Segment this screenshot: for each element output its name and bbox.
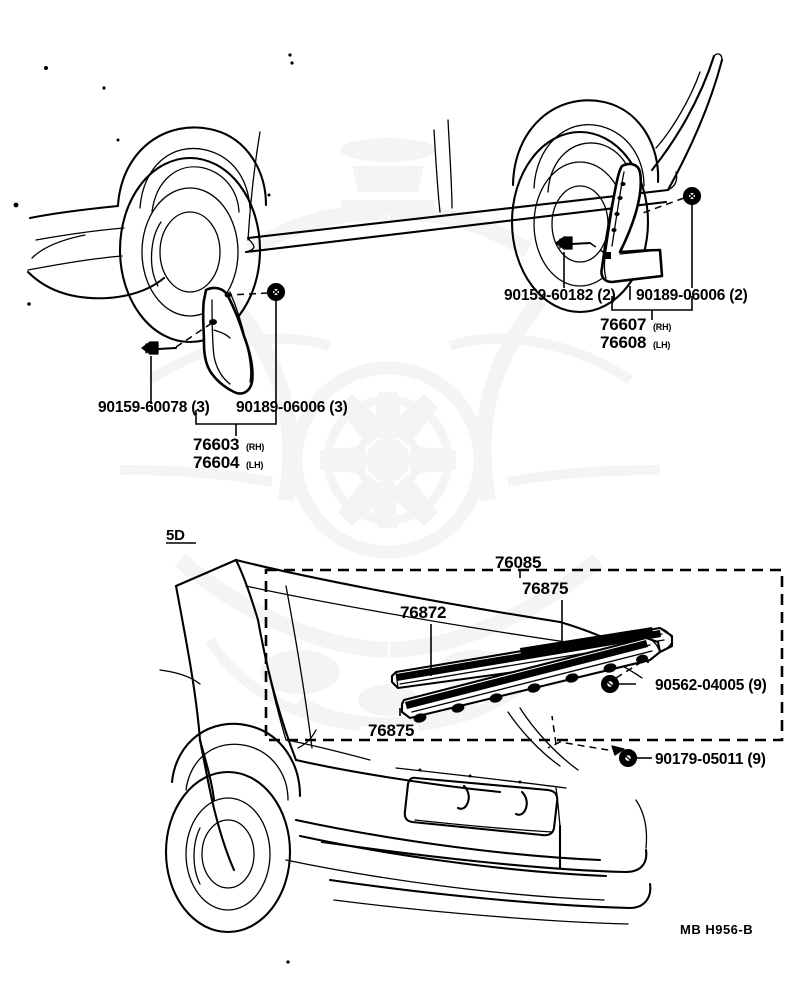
label-part-76607-side: (RH) bbox=[653, 322, 671, 332]
clip-icon-90189-06006 bbox=[266, 282, 286, 302]
upper-vehicle-side-profile bbox=[13, 53, 724, 344]
label-fastener-90179-05011: 90179-05011 (9) bbox=[655, 751, 766, 768]
print-speckle-bottom bbox=[286, 960, 290, 964]
bolt-icon-90159-60182 bbox=[555, 236, 592, 250]
label-part-76603: 76603 bbox=[193, 435, 239, 454]
left-mudguard-assembly bbox=[141, 282, 286, 436]
label-part-76608-side: (LH) bbox=[653, 340, 670, 350]
label-part-76872: 76872 bbox=[400, 603, 446, 622]
label-part-76875-upper: 76875 bbox=[522, 579, 568, 598]
label-sheet-code: MB H956-B bbox=[680, 922, 753, 937]
lower-leader-lines bbox=[399, 570, 563, 716]
rear-quarter-panel bbox=[650, 53, 724, 192]
label-part-76607: 76607 bbox=[600, 315, 646, 334]
molding-upper-strip bbox=[390, 626, 674, 690]
front-body-panels bbox=[26, 204, 166, 300]
label-part-76604-side: (LH) bbox=[246, 460, 263, 470]
label-part-76875-lower: 76875 bbox=[368, 721, 414, 740]
label-part-76604: 76604 bbox=[193, 453, 240, 472]
right-mudguard-assembly bbox=[555, 162, 702, 320]
label-part-76608: 76608 bbox=[600, 333, 646, 352]
callout-box bbox=[264, 568, 784, 742]
lower-vehicle-rear-view bbox=[159, 558, 652, 934]
print-speckles bbox=[13, 53, 294, 306]
front-wheel-arch bbox=[116, 126, 268, 344]
molding-lower-strip bbox=[400, 636, 662, 723]
license-plate-recess bbox=[403, 776, 559, 837]
label-fastener-90159-60078: 90159-60078 (3) bbox=[98, 399, 210, 416]
label-fastener-90562-04005: 90562-04005 (9) bbox=[655, 677, 767, 694]
rear-wheel-lower bbox=[164, 722, 302, 934]
screw-icon-90179-05011 bbox=[618, 748, 638, 768]
label-fastener-90189-06006-right: 90189-06006 (2) bbox=[636, 287, 748, 304]
bolt-icon-90159-60078 bbox=[141, 341, 178, 355]
label-part-76085: 76085 bbox=[495, 553, 541, 572]
pillar-lines bbox=[247, 119, 453, 241]
clip-icon-90189-06006-right bbox=[682, 186, 702, 206]
background-watermark bbox=[119, 138, 661, 731]
label-fastener-90159-60182: 90159-60182 (2) bbox=[504, 287, 616, 304]
label-body-style-5d: 5D bbox=[166, 527, 185, 544]
spoiler-molding-detail bbox=[390, 626, 674, 771]
clip-icon-90562-04005 bbox=[600, 674, 620, 694]
label-part-76603-side: (RH) bbox=[246, 442, 264, 452]
label-fastener-90189-06006: 90189-06006 (3) bbox=[236, 399, 348, 416]
